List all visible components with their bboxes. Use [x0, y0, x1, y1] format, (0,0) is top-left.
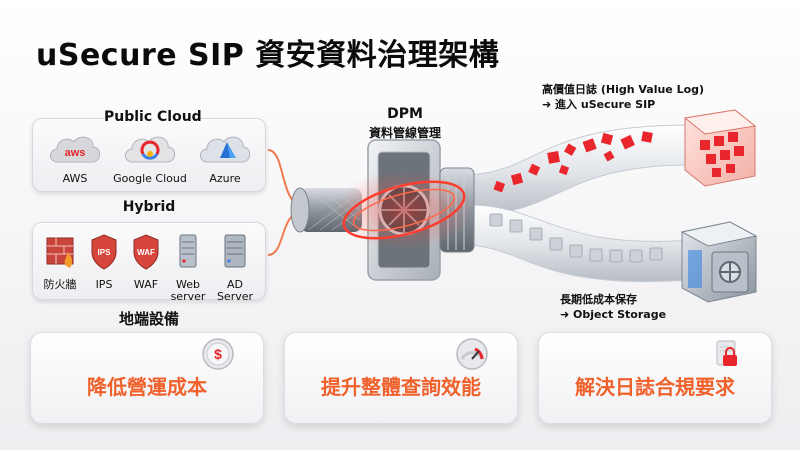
high-value-line1: 高價值日誌 (High Value Log)	[542, 83, 705, 96]
public-cloud-label: Public Cloud	[104, 109, 202, 125]
benefit-text-performance: 提升整體查詢效能	[321, 375, 481, 399]
ad-server-icon	[224, 234, 246, 268]
waf-shield-icon: WAF	[133, 234, 159, 270]
firewall-icon	[46, 237, 74, 268]
google-cloud-icon	[124, 136, 176, 163]
hybrid-label-firewall: 防火牆	[43, 278, 77, 291]
dollar-coin-icon: $	[202, 338, 234, 370]
cloud-item-google: Google Cloud	[112, 130, 188, 185]
cloud-label-google: Google Cloud	[113, 172, 187, 185]
benefit-card-compliance: 解決日誌合規要求	[538, 332, 772, 424]
on-premise-label: 地端設備	[118, 310, 179, 328]
dpm-title: DPM	[387, 106, 423, 122]
dpm-subtitle: 資料管線管理	[368, 126, 441, 140]
svg-text:WAF: WAF	[137, 248, 155, 257]
hybrid-item-ad-server: AD Server	[208, 232, 262, 303]
cloud-item-aws: aws AWS	[42, 130, 108, 185]
benefit-text-compliance: 解決日誌合規要求	[575, 375, 735, 399]
hybrid-item-waf: WAF WAF	[126, 232, 166, 291]
cloud-label-azure: Azure	[209, 172, 241, 185]
hybrid-item-web-server: Web server	[168, 232, 208, 303]
cloud-item-azure: Azure	[192, 130, 258, 185]
benefit-card-cost: $ 降低營運成本	[30, 332, 264, 424]
object-storage-vault-icon	[680, 221, 758, 303]
hybrid-label: Hybrid	[122, 199, 176, 215]
ips-shield-icon: IPS	[91, 234, 117, 270]
hybrid-label-web-server: Web server	[170, 278, 206, 303]
high-value-storage-icon	[683, 109, 757, 187]
svg-text:aws: aws	[65, 147, 86, 159]
hybrid-label-waf: WAF	[133, 278, 159, 291]
hybrid-item-firewall: 防火牆	[38, 232, 82, 291]
hybrid-label-ips: IPS	[95, 278, 113, 291]
hybrid-label-ad-server: AD Server	[216, 278, 254, 303]
svg-text:$: $	[214, 346, 222, 362]
long-term-note: 長期低成本保存 ➜ Object Storage	[560, 292, 666, 322]
speed-gauge-icon	[456, 338, 488, 370]
lock-document-icon	[716, 340, 737, 366]
web-server-icon	[179, 234, 197, 268]
high-value-line2: ➜ 進入 uSecure SIP	[542, 98, 656, 111]
high-value-note: 高價值日誌 (High Value Log) ➜ 進入 uSecure SIP	[542, 82, 704, 112]
svg-text:IPS: IPS	[98, 248, 112, 257]
azure-cloud-icon	[199, 136, 251, 163]
hybrid-item-ips: IPS IPS	[84, 232, 124, 291]
aws-cloud-icon: aws	[49, 136, 101, 163]
long-term-line2: ➜ Object Storage	[560, 308, 667, 321]
long-term-line1: 長期低成本保存	[560, 293, 637, 306]
cloud-label-aws: AWS	[62, 172, 88, 185]
benefit-card-performance: 提升整體查詢效能	[284, 332, 518, 424]
benefit-text-cost: 降低營運成本	[87, 375, 207, 399]
page-title: uSecure SIP 資安資料治理架構	[36, 38, 500, 73]
